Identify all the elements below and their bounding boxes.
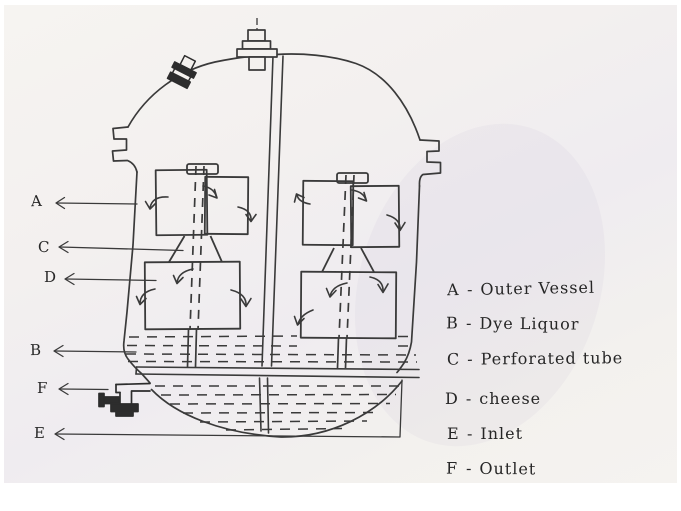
legend-item-cheese: D - cheese	[445, 389, 541, 408]
legend-dash: -	[466, 279, 474, 299]
central-inlet-pipe	[258, 55, 284, 434]
leader-D	[64, 272, 157, 286]
legend-dash: -	[465, 389, 473, 408]
legend-key: E	[447, 424, 460, 443]
legend-label: Perforated tube	[480, 348, 624, 369]
legend-key: A	[446, 280, 460, 300]
leader-B	[53, 344, 137, 358]
legend-item-outlet: F - Outlet	[446, 459, 536, 479]
outlet-valve	[98, 382, 151, 417]
callout-letter-F: F	[37, 379, 49, 397]
legend-dash: -	[467, 424, 474, 443]
legend-label: Outlet	[479, 458, 537, 479]
cone-left	[168, 235, 186, 263]
leader-C	[58, 240, 184, 254]
legend-dash: -	[465, 458, 473, 478]
leader-F	[58, 382, 109, 396]
perforated-tube-left	[186, 165, 205, 368]
cone-left	[209, 235, 223, 263]
legend-key: F	[445, 458, 459, 478]
callout-leaders	[53, 196, 403, 441]
dye-liquor-dashes	[125, 335, 418, 431]
cone-right	[360, 247, 375, 273]
carrier-plate	[135, 366, 420, 379]
spindle-tab-left	[186, 163, 219, 175]
legend-label: Dye Liquor	[479, 313, 580, 334]
callout-letter-C: C	[37, 237, 51, 257]
side-nozzle	[166, 54, 197, 90]
callout-letter-E: E	[33, 423, 47, 443]
legend-label: Outer Vessel	[480, 277, 596, 299]
leader-A	[55, 196, 138, 210]
legend-item-dye-liquor: B - Dye Liquor	[446, 313, 580, 333]
leader-E	[54, 379, 403, 441]
legend-item-perforated-tube: C - Perforated tube	[447, 348, 623, 369]
legend-item-outer-vessel: A - Outer Vessel	[447, 278, 595, 300]
callout-letter-A: A	[30, 191, 44, 211]
legend-label: Inlet	[480, 424, 524, 443]
legend-key: B	[445, 313, 459, 333]
legend-label: cheese	[479, 389, 542, 408]
callout-letter-D: D	[44, 268, 58, 286]
legend-dash: -	[467, 349, 474, 369]
legend-dash: -	[465, 313, 473, 333]
cone-right	[321, 247, 335, 273]
cheese-package-left	[143, 163, 250, 331]
legend-key: D	[445, 389, 459, 408]
perforated-tube-right	[336, 174, 355, 369]
top-nozzle	[236, 18, 278, 71]
callout-letter-B: B	[29, 340, 43, 360]
flow-arrows	[135, 185, 406, 326]
legend-key: C	[446, 349, 461, 369]
legend-item-inlet: E - Inlet	[447, 424, 523, 443]
